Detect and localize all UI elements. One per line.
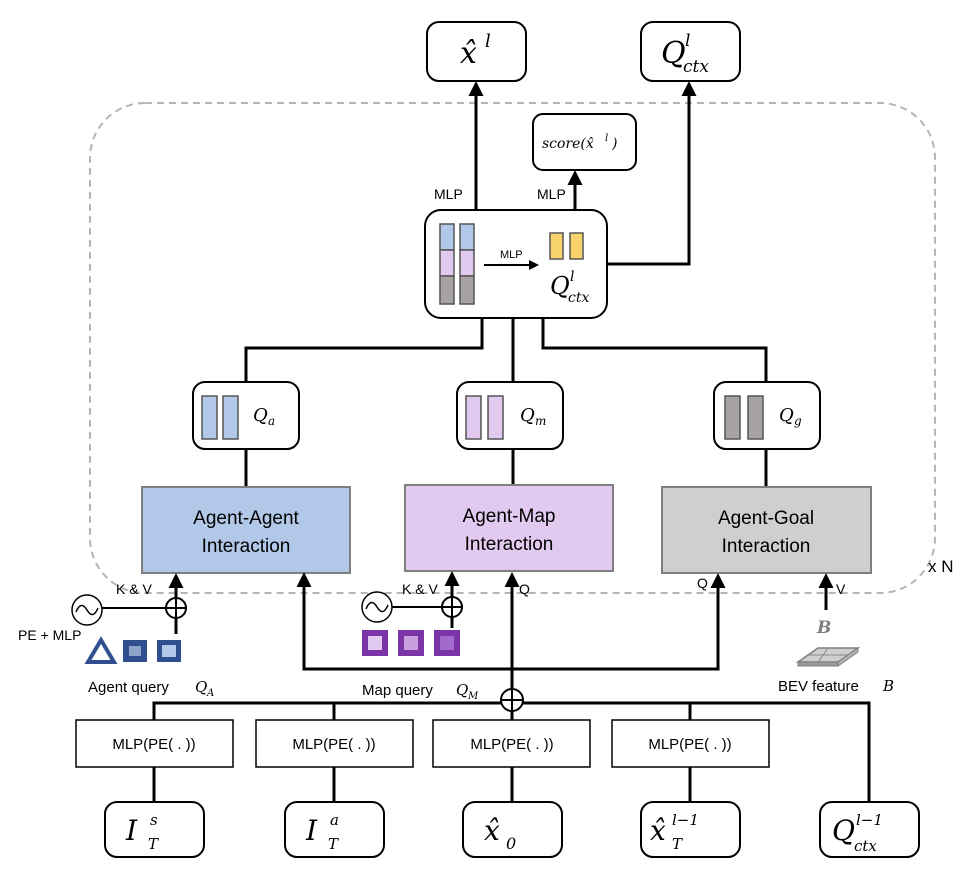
agent-map-line2: Interaction: [465, 534, 554, 555]
qa-sub: a: [268, 414, 275, 428]
encoder-4-label: MLP(PE( . )): [648, 736, 731, 753]
map-query-input: K & V Map query Q M: [361, 571, 479, 702]
input-x-t: x̂ l−1 T: [640, 801, 741, 858]
input-i-a-sup: a: [330, 811, 339, 829]
score-label: score(x̂: [542, 136, 594, 152]
mlp-label-left: MLP: [434, 186, 463, 202]
query-box-qg: Q g: [713, 381, 821, 450]
map-query-label: Map query: [362, 682, 433, 699]
agent-goal-line1: Agent-Goal: [718, 508, 814, 529]
encoder-3: MLP(PE( . )): [432, 719, 591, 768]
token-map-1: [439, 249, 455, 277]
input-q-ctx-prev-sup: l−1: [856, 811, 883, 829]
encoder-2-label: MLP(PE( . )): [292, 736, 375, 753]
bev-feature-input: V B BEV feature B: [778, 573, 894, 695]
query-box-qa: Q a: [192, 381, 300, 450]
agent-triangle-icon: [84, 636, 118, 664]
q-label-goal: Q: [697, 575, 708, 591]
encoder-1: MLP(PE( . )): [75, 719, 234, 768]
qm-sub: m: [535, 414, 546, 428]
agent-goal-line2: Interaction: [722, 536, 811, 557]
fusion-q-sub: ctx: [568, 290, 589, 306]
encoder-1-label: MLP(PE( . )): [112, 736, 195, 753]
input-q-ctx-prev-sub: ctx: [854, 837, 877, 855]
connector-fusion-qg: [541, 318, 768, 382]
agent-map-line1: Agent-Map: [463, 506, 556, 527]
qa-symbol: Q: [253, 405, 268, 426]
input-x0-sub: 0: [506, 834, 516, 853]
arrow-to-q-ctx: [607, 81, 697, 266]
qg-sub: g: [794, 414, 802, 428]
agent-query-symbol: Q: [195, 678, 207, 696]
bev-label-symbol: B: [882, 677, 894, 695]
fusion-q-symbol: Q: [550, 272, 570, 300]
output-q-ctx-l: Q l ctx: [640, 21, 741, 82]
encoder-3-label: MLP(PE( . )): [470, 736, 553, 753]
bev-label: BEV feature: [778, 678, 859, 695]
output-x-hat-l-symbol: x̂: [460, 36, 477, 71]
connector-fusion-qa: [244, 318, 484, 382]
repeat-count-label: x N: [928, 557, 954, 576]
token-map-2: [459, 249, 475, 277]
qm-symbol: Q: [520, 405, 535, 426]
inner-mlp-label: MLP: [500, 249, 523, 261]
bev-symbol: B: [816, 618, 831, 638]
agent-agent-line2: Interaction: [202, 536, 291, 557]
v-label: V: [836, 581, 846, 597]
token-agent-2: [459, 223, 475, 251]
encoder-2: MLP(PE( . )): [255, 719, 414, 768]
score-sup: l: [605, 133, 608, 144]
output-x-hat-l-sup: l: [485, 31, 491, 52]
input-i-s: I s T: [104, 801, 205, 858]
score-box: score(x̂ l ): [532, 113, 637, 171]
agent-agent-interaction: Agent-Agent Interaction: [141, 486, 351, 574]
token-goal-2: [459, 275, 475, 305]
pe-mlp-label: PE + MLP: [18, 627, 81, 643]
query-box-qm: Q m: [456, 381, 564, 450]
map-query-sub: M: [467, 691, 479, 702]
encoder-4: MLP(PE( . )): [611, 719, 770, 768]
bus-left: [152, 701, 501, 720]
token-agent-1: [439, 223, 455, 251]
agent-map-interaction: Agent-Map Interaction: [404, 484, 614, 572]
input-x0-symbol: x̂: [484, 814, 500, 847]
input-x-t-sup: l−1: [672, 811, 699, 829]
kv-label-agent: K & V: [116, 581, 152, 597]
input-x-t-sub: T: [672, 835, 683, 853]
qg-symbol: Q: [779, 405, 794, 426]
input-i-s-symbol: I: [125, 814, 138, 847]
token-goal-1: [439, 275, 455, 305]
agent-query-label: Agent query: [88, 679, 169, 696]
input-q-ctx-prev-symbol: Q: [832, 814, 855, 847]
kv-label-map: K & V: [402, 581, 438, 597]
output-q-ctx-symbol: Q: [661, 36, 686, 71]
output-q-ctx-sup: l: [685, 31, 690, 51]
input-q-ctx-prev: Q l−1 ctx: [819, 801, 920, 858]
output-x-hat-l: x̂ l: [426, 21, 527, 82]
agent-query-input: K & V PE + MLP Agent query Q A: [18, 573, 214, 699]
input-i-a: I a T: [284, 801, 385, 858]
fusion-box: MLP Q l ctx: [424, 209, 608, 319]
ctx-token-1: [549, 232, 564, 260]
agent-agent-line1: Agent-Agent: [193, 508, 299, 529]
bus-right: [523, 701, 871, 802]
mlp-label-score: MLP: [537, 186, 566, 202]
input-i-a-symbol: I: [305, 814, 318, 847]
score-close: ): [611, 136, 617, 152]
q-label-map: Q: [519, 581, 530, 597]
ctx-token-2: [569, 232, 584, 260]
input-i-s-sup: s: [150, 811, 158, 829]
agent-goal-interaction: Agent-Goal Interaction: [661, 486, 872, 574]
repeat-block-border: [89, 102, 936, 594]
input-i-a-sub: T: [328, 835, 339, 853]
input-x-t-symbol: x̂: [650, 814, 666, 847]
agent-query-sub: A: [206, 688, 214, 699]
output-q-ctx-sub: ctx: [683, 57, 709, 77]
fusion-q-sup: l: [570, 269, 574, 285]
map-query-symbol: Q: [456, 681, 468, 699]
input-i-s-sub: T: [148, 835, 159, 853]
input-x0: x̂ 0: [462, 801, 563, 858]
